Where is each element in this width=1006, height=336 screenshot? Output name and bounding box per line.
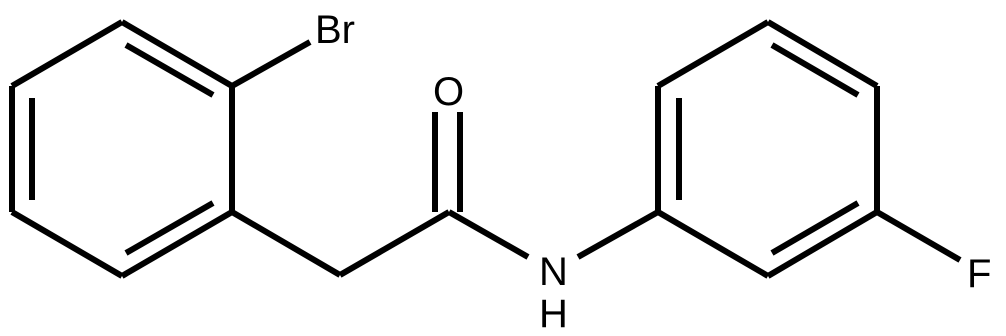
oxygen-label: O (433, 70, 464, 114)
ring-bond (10, 209, 124, 279)
c-f-bond (875, 209, 962, 263)
bromine-label: Br (315, 8, 355, 52)
nitrogen-label: N (539, 250, 568, 294)
carbonyl-nitrogen-bond (447, 209, 530, 260)
ring-bond (120, 209, 234, 279)
carbon-bromine-bond (230, 39, 312, 89)
ring-bond (766, 19, 879, 89)
fluorophenyl-ring (655, 19, 880, 279)
ring-double-bond (124, 200, 215, 256)
hydrogen-label: H (539, 292, 568, 336)
nitrogen-aryl-bond (576, 209, 660, 260)
ring-double-bond (770, 42, 860, 98)
bromophenyl-ring (9, 19, 235, 279)
fluorine-label: F (967, 252, 991, 296)
ring-ch2-bond (230, 209, 342, 278)
acetamide-chain (230, 112, 660, 278)
carbon-fluorine-bond (875, 209, 962, 263)
ring-double-bond (124, 42, 215, 98)
ring-bond (10, 19, 124, 89)
ring-bond (656, 19, 770, 89)
ring-bond (656, 209, 770, 279)
ring-double-bond (770, 200, 860, 256)
c-br-bond (230, 39, 312, 89)
ch2-carbonyl-bond (338, 209, 451, 278)
ring-bond (120, 19, 234, 89)
ring-bond (766, 209, 879, 279)
